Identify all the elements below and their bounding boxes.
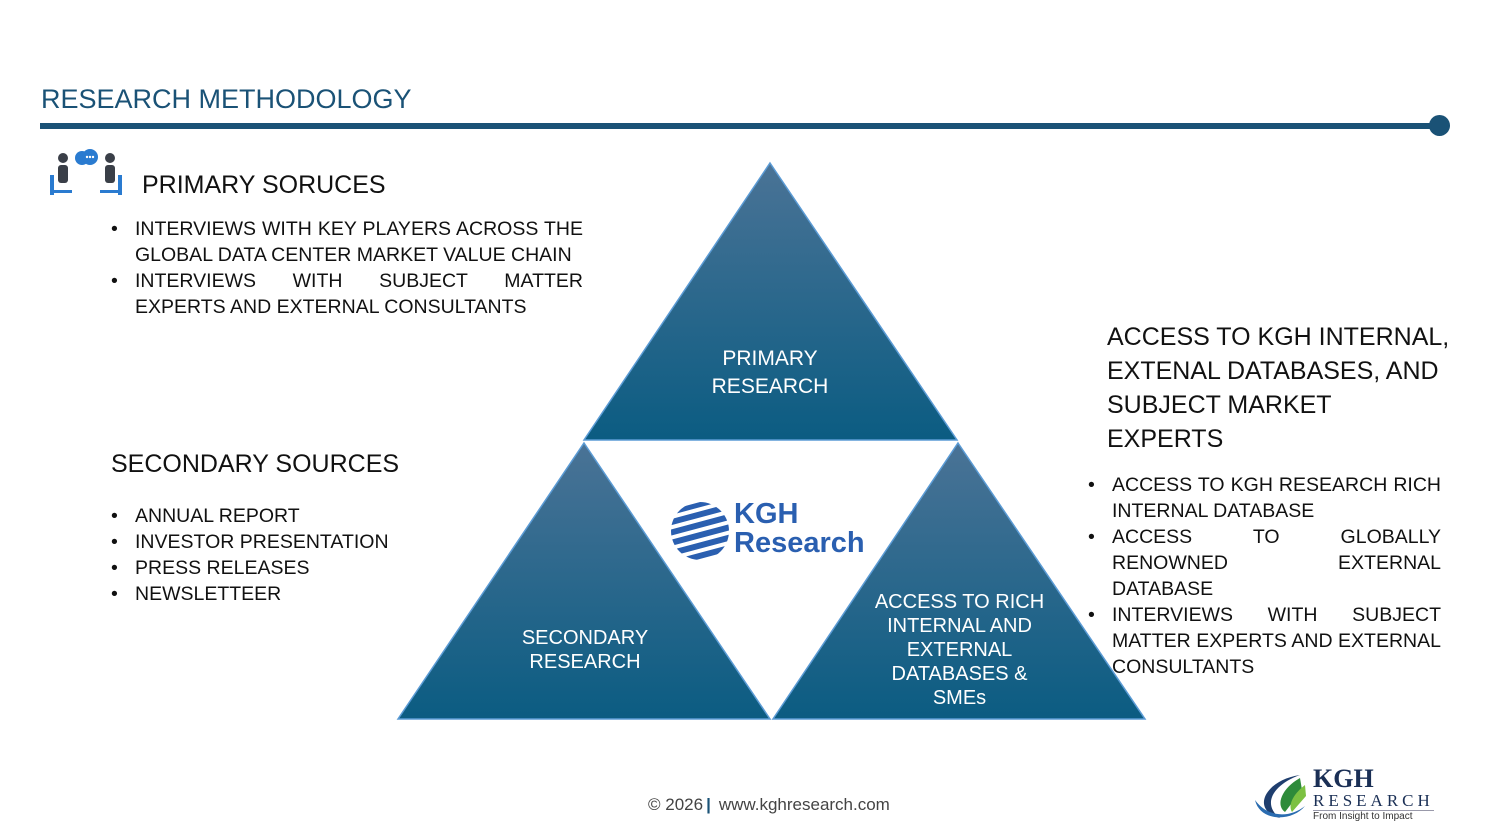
brand-logo: KGH RESEARCH From Insight to Impact	[1313, 766, 1434, 822]
list-item: ANNUAL REPORT	[111, 503, 431, 529]
primary-research-label: PRIMARY RESEARCH	[711, 347, 829, 398]
title-divider	[40, 123, 1440, 129]
center-logo-line2: Research	[734, 527, 865, 559]
website-link[interactable]: www.kghresearch.com	[718, 795, 890, 814]
divider-end-dot	[1429, 115, 1450, 136]
center-logo: KGH Research	[734, 500, 865, 558]
list-item: INTERVIEWS WITH KEY PLAYERS ACROSS THE G…	[111, 216, 583, 268]
list-item: INTERVIEWS WITH SUBJECT MATTER EXPERTS A…	[111, 268, 583, 320]
access-list: ACCESS TO KGH RESEARCH RICH INTERNAL DAT…	[1088, 472, 1441, 680]
center-logo-line1: KGH	[734, 498, 799, 530]
list-item: INTERVIEWS WITH SUBJECT MATTER EXPERTS A…	[1088, 602, 1441, 680]
brand-logo-name: KGH	[1313, 764, 1374, 793]
footer: © 2026|www.kghresearch.com	[648, 795, 890, 814]
brand-logo-tagline: From Insight to Impact	[1313, 811, 1413, 822]
secondary-research-label: SECONDARY RESEARCH	[521, 627, 649, 673]
page-title: RESEARCH METHODOLOGY	[41, 84, 412, 114]
triangle-access	[771, 441, 1147, 720]
list-item: ACCESS TO GLOBALLY RENOWNED EXTERNAL DAT…	[1088, 524, 1441, 602]
access-databases-label: ACCESS TO RICH INTERNAL AND EXTERNAL DAT…	[874, 591, 1045, 709]
triangle-secondary	[396, 441, 772, 720]
copyright: © 2026	[648, 795, 704, 814]
list-item: NEWSLETTEER	[111, 581, 431, 607]
secondary-sources-heading: SECONDARY SOURCES	[111, 450, 400, 478]
list-item: PRESS RELEASES	[111, 555, 431, 581]
list-item: INVESTOR PRESENTATION	[111, 529, 431, 555]
brand-swoosh-icon	[1255, 775, 1306, 818]
access-heading: ACCESS TO KGH INTERNAL, EXTENAL DATABASE…	[1107, 323, 1450, 453]
brand-logo-sub: RESEARCH	[1313, 791, 1434, 811]
secondary-sources-list: ANNUAL REPORT INVESTOR PRESENTATION PRES…	[111, 503, 431, 607]
triangle-primary	[582, 161, 959, 441]
primary-sources-heading: PRIMARY SORUCES	[142, 171, 386, 199]
globe-icon	[671, 502, 729, 560]
list-item: ACCESS TO KGH RESEARCH RICH INTERNAL DAT…	[1088, 472, 1441, 524]
primary-sources-list: INTERVIEWS WITH KEY PLAYERS ACROSS THE G…	[111, 216, 583, 320]
meeting-icon	[50, 149, 122, 195]
